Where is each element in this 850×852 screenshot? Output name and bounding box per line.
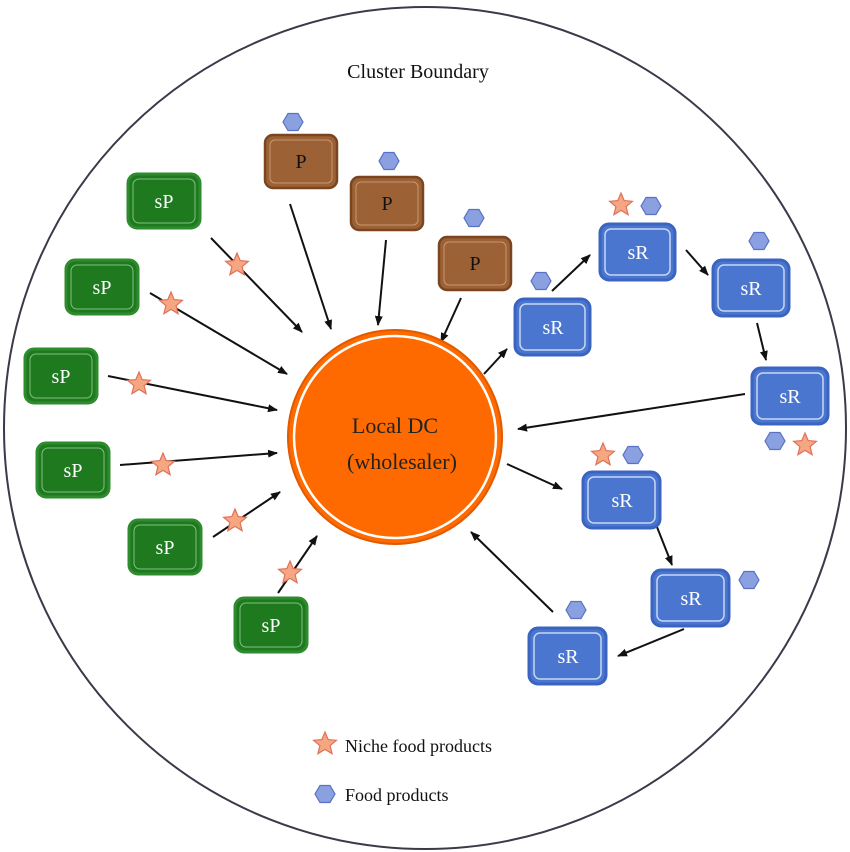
arrow-sr3-to-sr4: [756, 322, 768, 361]
legend-hexagon-icon: [314, 784, 336, 804]
arrow-p2-to-dc: [374, 239, 387, 326]
arrow-p1-to-dc: [289, 203, 332, 330]
arrow-sr4-to-dc: [517, 393, 746, 432]
small-producer-node: sP: [233, 596, 309, 654]
food-product-hexagon-icon: [565, 600, 587, 620]
small-producer-node: sP: [127, 518, 203, 576]
local-dc-label: Local DC: [352, 413, 438, 438]
niche-product-star-icon: [312, 730, 338, 755]
small-producer-node: sP: [126, 172, 202, 230]
sr-label: sR: [611, 490, 633, 512]
sp-label: sP: [52, 366, 71, 388]
legend: Niche food products Food products: [312, 730, 492, 805]
arrow-sr5-to-sr6: [656, 526, 673, 566]
p-label: P: [295, 151, 306, 173]
small-retailer-node: sR: [513, 297, 592, 357]
arrow-sr1-to-sr2: [551, 254, 591, 292]
sr-label: sR: [557, 646, 579, 668]
arrow-dc-to-sr5: [506, 463, 563, 490]
wholesaler-label: (wholesaler): [347, 449, 457, 474]
food-product-hexagon-icon: [378, 151, 400, 171]
arrow-sr6-to-sr7: [617, 628, 685, 657]
sp-label: sP: [262, 615, 281, 637]
product-markers: [126, 112, 818, 620]
niche-product-star-icon: [590, 441, 616, 466]
producer-node: P: [263, 133, 339, 190]
small-retailer-node: sR: [750, 366, 830, 426]
sp-label: sP: [155, 191, 174, 213]
p-label: P: [469, 253, 480, 275]
legend-star-icon: [312, 730, 338, 755]
niche-product-star-icon: [150, 451, 176, 476]
arrow-p3-to-dc: [440, 297, 462, 343]
arrow-sr7-to-dc: [470, 531, 554, 613]
arrow-sp1-to-dc: [210, 237, 303, 333]
local-dc-node: Local DC (wholesaler): [287, 329, 503, 545]
niche-product-star-icon: [277, 559, 303, 584]
arrow-sp5-to-dc: [212, 491, 281, 538]
legend-food-label: Food products: [345, 785, 449, 805]
food-product-hexagon-icon: [640, 196, 662, 216]
small-producer-nodes: sP sP sP sP sP sP: [23, 172, 309, 654]
small-retailer-node: sR: [581, 470, 662, 530]
food-product-hexagon-icon: [764, 431, 786, 451]
producer-nodes: P P P: [263, 133, 513, 292]
niche-product-star-icon: [608, 191, 634, 216]
small-producer-node: sP: [64, 258, 140, 316]
small-retailer-node: sR: [527, 626, 608, 686]
arrow-sp6-to-dc: [277, 535, 318, 594]
food-product-hexagon-icon: [622, 445, 644, 465]
small-retailer-node: sR: [598, 222, 677, 282]
niche-product-star-icon: [126, 370, 152, 395]
niche-product-star-icon: [222, 507, 248, 532]
small-producer-node: sP: [23, 347, 99, 405]
producer-node: P: [437, 235, 513, 292]
food-product-hexagon-icon: [282, 112, 304, 132]
niche-product-star-icon: [158, 290, 184, 315]
small-retailer-node: sR: [711, 258, 791, 318]
small-producer-node: sP: [35, 441, 111, 499]
sr-label: sR: [627, 242, 649, 264]
legend-niche-label: Niche food products: [345, 736, 492, 756]
sp-label: sP: [64, 460, 83, 482]
sr-label: sR: [779, 386, 801, 408]
sp-label: sP: [156, 537, 175, 559]
food-product-hexagon-icon: [530, 271, 552, 291]
sp-label: sP: [93, 277, 112, 299]
arrow-sp4-to-dc: [119, 449, 278, 466]
boundary-label: Cluster Boundary: [347, 61, 489, 83]
food-product-hexagon-icon: [748, 231, 770, 251]
small-retailer-node: sR: [650, 568, 731, 628]
p-label: P: [381, 193, 392, 215]
food-product-hexagon-icon: [463, 208, 485, 228]
sr-label: sR: [680, 588, 702, 610]
sr-label: sR: [542, 317, 564, 339]
arrow-sr2-to-sr3: [685, 249, 709, 276]
producer-node: P: [349, 175, 425, 232]
food-product-hexagon-icon: [738, 570, 760, 590]
food-product-hexagon-icon: [314, 784, 336, 804]
niche-product-star-icon: [792, 431, 818, 456]
niche-product-star-icon: [224, 251, 250, 276]
sr-label: sR: [740, 278, 762, 300]
arrow-dc-to-sr1: [483, 348, 508, 375]
small-retailer-nodes: sR sR sR sR sR sR sR: [513, 222, 830, 686]
